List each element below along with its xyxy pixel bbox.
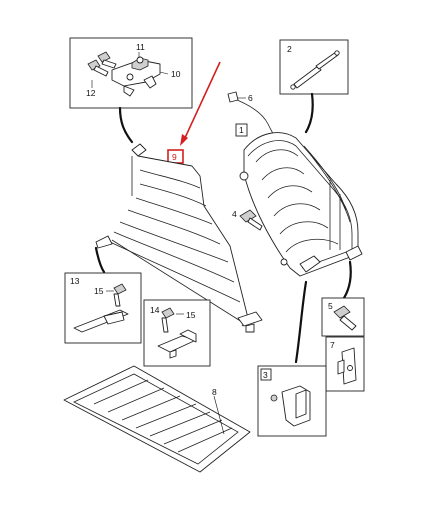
luggage-grille-part-1 [239,132,363,277]
connector-arrow-13 [94,246,106,274]
callout-14: 14 [150,305,160,315]
callout-7: 7 [330,340,335,350]
screw-part-12 [87,51,117,77]
divider-net-part-9 [95,143,263,333]
callout-1: 1 [239,125,244,135]
connector-arrow-3 [294,280,308,364]
callout-11: 11 [136,42,145,52]
cargo-tray-part-8: 8 [63,365,251,473]
callout-12: 12 [86,88,96,98]
screw-part-15a [113,283,127,307]
callout-15a: 15 [94,286,104,296]
detail-box-5: 5 [321,297,365,337]
gas-strut-part-2 [290,50,340,90]
detail-box-7: 7 [325,336,365,392]
bracket-part-14 [157,329,197,359]
detail-box-10-11-12: 11 10 12 [69,37,193,109]
red-arrowhead [180,134,188,146]
rail-part-13 [73,309,129,333]
bracket-part-10 [111,59,161,97]
detail-box-3: 3 [257,365,327,437]
callout-10: 10 [171,69,181,79]
callout-15b: 15 [186,310,196,320]
callout-4: 4 [232,209,237,219]
screw-part-15b [161,307,175,333]
knob-part-5 [333,305,357,331]
connector-arrow-10-12 [118,106,134,144]
detail-box-2: 2 [279,39,349,95]
callout-6: 6 [248,93,253,103]
callout-9: 9 [172,152,177,162]
detail-box-14-15: 14 15 [143,299,211,367]
callout-5: 5 [328,301,333,311]
callout-3: 3 [263,370,268,380]
knob-part-4: 4 [232,209,263,231]
knob-part-11 [131,56,149,71]
callout-8: 8 [212,387,217,397]
callout-2: 2 [287,44,292,54]
latch-part-7 [337,347,357,385]
connector-arrow-2 [304,92,314,134]
hinge-part-3 [270,385,311,427]
callout-13: 13 [70,276,80,286]
connector-arrow-5 [342,260,352,300]
detail-box-13-15: 13 15 [64,272,142,344]
red-pointer-arrow [183,61,221,141]
box-label-1: 1 [235,123,248,137]
